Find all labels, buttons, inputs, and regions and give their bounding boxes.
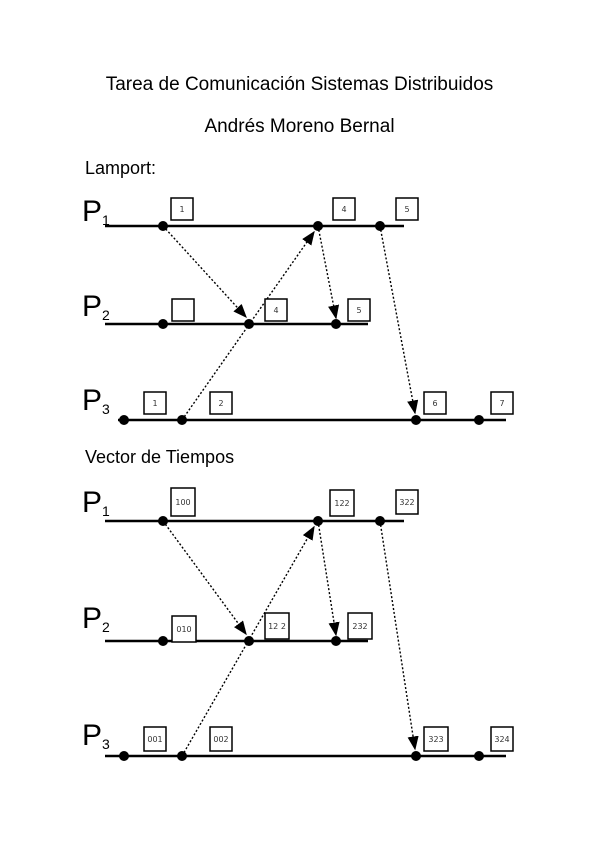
lamport-diagram: P1 P2 P3 bbox=[82, 195, 514, 425]
lamport-heading: Lamport: bbox=[85, 158, 157, 178]
vector-box bbox=[329, 489, 355, 517]
lamport-box bbox=[143, 391, 167, 415]
document-title: Tarea de Comunicación Sistemas Distribui… bbox=[105, 74, 494, 95]
lamport-p3-label: P3 bbox=[82, 384, 110, 417]
lamport-event-dot bbox=[331, 319, 341, 329]
lamport-msg-p1-p2b bbox=[317, 225, 340, 320]
vector-timestamp: 001 bbox=[147, 735, 162, 744]
vector-box bbox=[423, 726, 449, 752]
vector-box bbox=[490, 726, 514, 752]
document-author: Andrés Moreno Bernal bbox=[204, 116, 395, 137]
lamport-event-dot bbox=[119, 415, 129, 425]
lamport-p1-label: P1 bbox=[82, 195, 110, 228]
lamport-timestamp: 1 bbox=[152, 399, 157, 408]
vector-timestamp: 122 bbox=[334, 499, 349, 508]
lamport-timestamp: 7 bbox=[499, 399, 504, 408]
lamport-timestamp: 5 bbox=[404, 205, 409, 214]
vector-event-dot bbox=[244, 636, 254, 646]
lamport-box bbox=[332, 197, 356, 221]
lamport-event-dot bbox=[244, 319, 254, 329]
vector-timestamp: 322 bbox=[399, 498, 414, 507]
vector-box bbox=[171, 615, 197, 643]
vector-event-dot bbox=[331, 636, 341, 646]
lamport-p2-label: P2 bbox=[82, 290, 110, 323]
lamport-msg-p1-p3 bbox=[379, 225, 419, 415]
lamport-msg-p1-p2 bbox=[162, 225, 247, 319]
vector-box bbox=[395, 489, 419, 515]
vector-timestamp: 12 2 bbox=[268, 622, 286, 631]
lamport-timestamp: 4 bbox=[341, 205, 346, 214]
vector-timestamp: 232 bbox=[352, 622, 367, 631]
lamport-timestamp: 5 bbox=[356, 306, 361, 315]
lamport-box bbox=[423, 391, 447, 415]
vector-box bbox=[209, 726, 233, 752]
vector-event-dot bbox=[158, 636, 168, 646]
vector-timestamp: 010 bbox=[176, 625, 191, 634]
lamport-event-dot bbox=[474, 415, 484, 425]
vector-event-dot bbox=[158, 516, 168, 526]
vector-timestamp: 324 bbox=[494, 735, 509, 744]
vector-box bbox=[264, 612, 290, 640]
vector-event-dot bbox=[474, 751, 484, 761]
vector-diagram: P1 P2 P3 bbox=[82, 486, 514, 761]
vector-msg-p1-p2b bbox=[317, 520, 340, 637]
vector-p3-label: P3 bbox=[82, 719, 110, 752]
vector-event-dot bbox=[119, 751, 129, 761]
lamport-timestamp: 6 bbox=[432, 399, 437, 408]
vector-timestamp: 323 bbox=[428, 735, 443, 744]
vector-timestamp: 100 bbox=[175, 498, 190, 507]
lamport-event-dot bbox=[375, 221, 385, 231]
vector-heading: Vector de Tiempos bbox=[85, 447, 235, 467]
lamport-box bbox=[490, 391, 514, 415]
vector-event-dot bbox=[411, 751, 421, 761]
vector-msg-p1-p2 bbox=[162, 520, 247, 636]
vector-event-dot bbox=[313, 516, 323, 526]
lamport-event-dot bbox=[158, 221, 168, 231]
lamport-timestamp: 1 bbox=[179, 205, 184, 214]
lamport-box bbox=[347, 298, 371, 322]
lamport-event-dot bbox=[411, 415, 421, 425]
vector-box bbox=[143, 726, 167, 752]
vector-p1-label: P1 bbox=[82, 486, 110, 519]
lamport-box bbox=[171, 298, 195, 322]
vector-box bbox=[347, 612, 373, 640]
vector-p2-label: P2 bbox=[82, 602, 110, 635]
vector-msg-p1-p3 bbox=[379, 520, 419, 751]
lamport-box bbox=[395, 197, 419, 221]
vector-box bbox=[170, 487, 196, 517]
lamport-box bbox=[170, 197, 194, 221]
lamport-event-dot bbox=[177, 415, 187, 425]
lamport-box bbox=[264, 298, 288, 322]
lamport-event-dot bbox=[313, 221, 323, 231]
vector-event-dot bbox=[177, 751, 187, 761]
lamport-timestamp: 4 bbox=[273, 306, 278, 315]
lamport-box bbox=[209, 391, 233, 415]
vector-event-dot bbox=[375, 516, 385, 526]
lamport-event-dot bbox=[158, 319, 168, 329]
vector-timestamp: 002 bbox=[213, 735, 228, 744]
lamport-timestamp: 2 bbox=[218, 399, 223, 408]
